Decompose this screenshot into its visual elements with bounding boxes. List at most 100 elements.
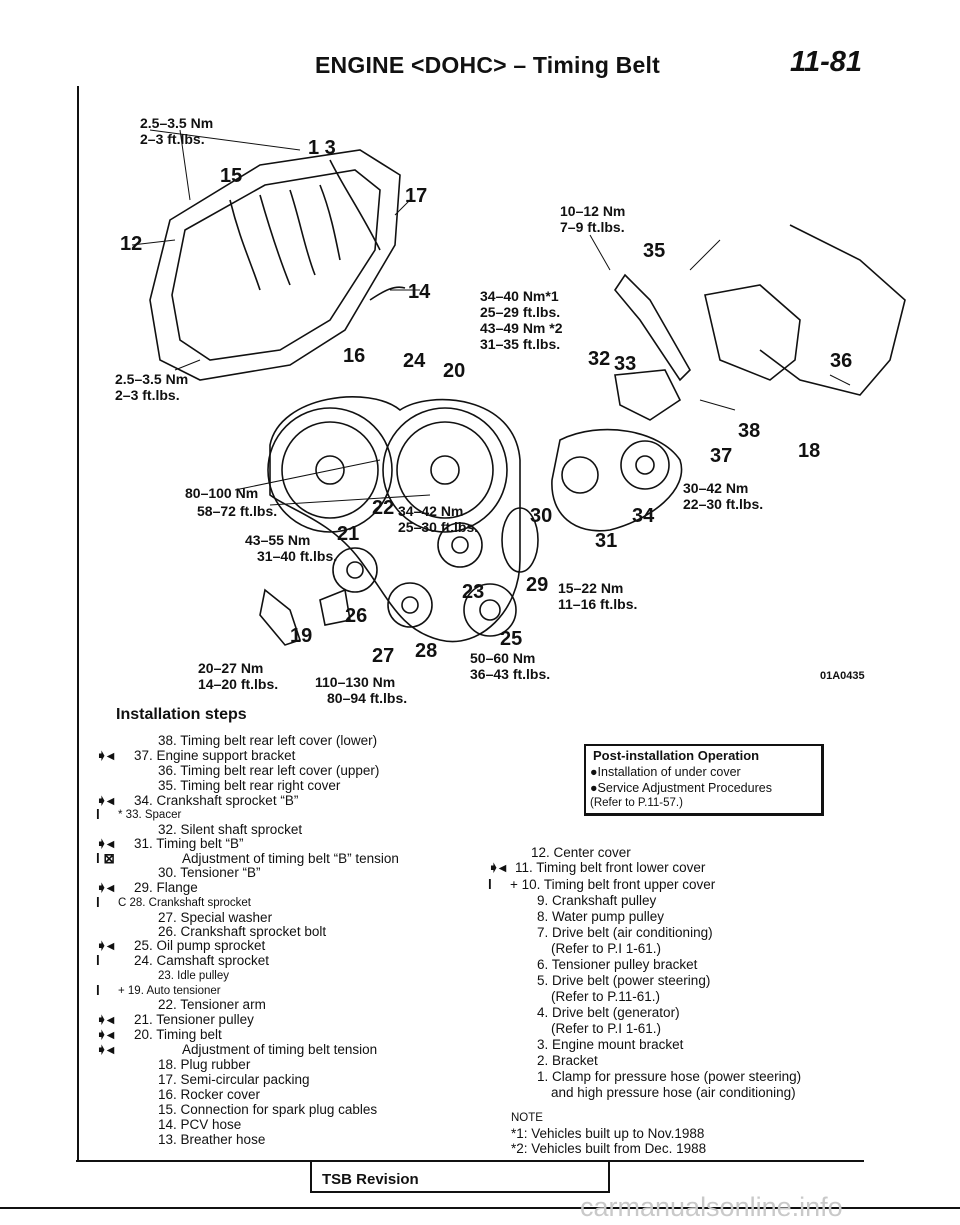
list-item: Adjustment of timing belt “B” tension — [182, 851, 399, 866]
part-number: 14 — [408, 281, 431, 303]
list-item: 23. Idle pulley — [158, 970, 229, 982]
step-mark: ➧◂ — [96, 793, 115, 808]
camshaft-sprocket-right — [382, 407, 508, 533]
part-number: 34 — [632, 505, 655, 527]
list-item: 29. Flange — [134, 880, 198, 895]
page-number: 11-81 — [790, 46, 863, 78]
step-mark: l — [488, 877, 492, 892]
part-number: 1 3 — [308, 137, 336, 159]
step-mark: ➧◂ — [96, 1042, 115, 1057]
step-mark: l — [96, 983, 100, 998]
post-installation-line: (Refer to P.11-57.) — [590, 797, 683, 809]
camshaft-sprocket-left — [267, 407, 393, 533]
part-number: 35 — [643, 240, 666, 262]
part-number: 27 — [372, 645, 395, 667]
part-number: 21 — [337, 523, 360, 545]
list-item: 30. Tensioner “B” — [158, 865, 261, 880]
step-mark: ➧◂ — [488, 860, 507, 875]
note-line: *2: Vehicles built from Dec. 1988 — [511, 1141, 707, 1156]
part-number: 18 — [798, 440, 821, 462]
list-item: 36. Timing belt rear left cover (upper) — [158, 763, 380, 778]
list-item: 4. Drive belt (generator) — [537, 1005, 680, 1020]
rocker-cover-inner — [171, 169, 381, 361]
list-item: 35. Timing belt rear right cover — [158, 778, 341, 793]
installation-steps-title: Installation steps — [116, 706, 247, 723]
part-number: 37 — [710, 445, 733, 467]
part-number: 17 — [405, 185, 428, 207]
list-item: 17. Semi-circular packing — [158, 1072, 310, 1087]
timing-belt — [269, 396, 521, 643]
background-cover — [759, 224, 906, 396]
part-number: 16 — [343, 345, 366, 367]
tensioner-b — [561, 456, 599, 494]
list-item: 38. Timing belt rear left cover (lower) — [158, 733, 378, 748]
silent-shaft-sprocket — [620, 440, 670, 490]
part-number: 22 — [372, 497, 395, 519]
list-item: 34. Crankshaft sprocket “B” — [134, 793, 299, 808]
list-item: 37. Engine support bracket — [134, 748, 296, 763]
part-number: 25 — [500, 628, 523, 650]
part-number: 26 — [345, 605, 368, 627]
list-item: Adjustment of timing belt tension — [182, 1042, 378, 1057]
list-item: 16. Rocker cover — [158, 1087, 261, 1102]
list-item: * 33. Spacer — [118, 809, 182, 821]
figure-code: 01A0435 — [820, 670, 865, 682]
list-item: (Refer to P.I 1-61.) — [551, 941, 662, 956]
auto-tensioner — [319, 588, 351, 626]
part-number: 31 — [595, 530, 618, 552]
rear-right-cover — [614, 273, 691, 382]
list-item: 5. Drive belt (power steering) — [537, 973, 711, 988]
flange — [501, 507, 539, 573]
part-number: 36 — [830, 350, 853, 372]
part-number: 29 — [526, 574, 549, 596]
spark-plug-cables — [229, 184, 341, 291]
watermark: carmanualsonline.info — [580, 1192, 843, 1222]
step-mark: l ⊠ — [96, 851, 115, 866]
list-item: (Refer to P.11-61.) — [551, 989, 661, 1004]
list-item: 18. Plug rubber — [158, 1057, 251, 1072]
list-item: and high pressure hose (air conditioning… — [551, 1085, 796, 1100]
part-number: 15 — [220, 165, 243, 187]
tensioner-pulley — [332, 547, 378, 593]
page-title: ENGINE <DOHC> – Timing Belt — [315, 52, 660, 78]
list-item: 6. Tensioner pulley bracket — [537, 957, 698, 972]
list-item: 24. Camshaft sprocket — [134, 953, 270, 968]
part-number: 30 — [530, 505, 553, 527]
note-label: NOTE — [511, 1112, 543, 1124]
step-mark: l — [96, 807, 100, 822]
list-item: 26. Crankshaft sprocket bolt — [158, 924, 327, 939]
idle-pulley — [437, 522, 483, 568]
step-mark: l — [96, 953, 100, 968]
list-item: (Refer to P.I 1-61.) — [551, 1021, 662, 1036]
part-number: 38 — [738, 420, 761, 442]
tensioner-arm — [259, 588, 302, 646]
tsb-revision-box — [310, 1160, 610, 1193]
list-item: 20. Timing belt — [134, 1027, 222, 1042]
step-mark: l — [96, 895, 100, 910]
step-mark: ➧◂ — [96, 836, 115, 851]
oil-pump-sprocket — [387, 582, 433, 628]
post-installation-line: ●Service Adjustment Procedures — [590, 781, 772, 795]
note-line: *1: Vehicles built up to Nov.1988 — [511, 1126, 705, 1141]
part-number: 12 — [120, 233, 143, 255]
list-item: 7. Drive belt (air conditioning) — [537, 925, 713, 940]
step-mark: ➧◂ — [96, 1012, 115, 1027]
part-number: 20 — [443, 360, 466, 382]
part-number: 28 — [415, 640, 438, 662]
part-number: 32 — [588, 348, 611, 370]
list-item: 31. Timing belt “B” — [134, 836, 244, 851]
part-number: 24 — [403, 350, 426, 372]
list-item: 25. Oil pump sprocket — [134, 938, 266, 953]
post-installation-box — [584, 744, 824, 816]
list-item: 9. Crankshaft pulley — [537, 893, 657, 908]
